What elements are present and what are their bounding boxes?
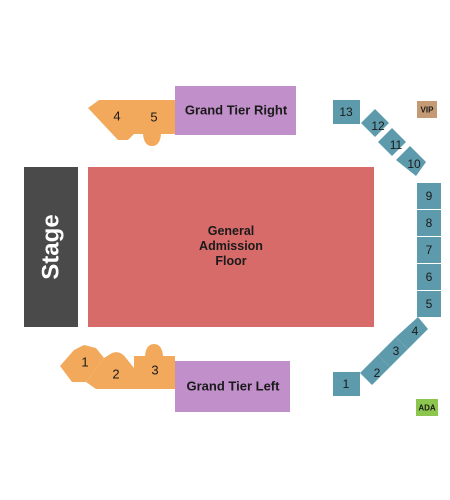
teal-section-3[interactable]: 3 (378, 337, 408, 367)
orange-section-bottom-3-label: 3 (151, 363, 158, 378)
teal-section-1-shape[interactable] (333, 372, 360, 396)
grand-tier-right-block[interactable] (175, 86, 296, 135)
teal-section-6-shape[interactable] (417, 264, 441, 290)
ada-section[interactable]: ADA (416, 399, 438, 416)
teal-section-4-label: 4 (412, 324, 419, 338)
teal-section-6-label: 6 (426, 270, 433, 284)
teal-section-10-shape[interactable] (396, 146, 426, 176)
floor-label-line-2: Admission (199, 239, 263, 253)
teal-section-2-shape[interactable] (360, 355, 390, 385)
teal-section-9-shape[interactable] (417, 183, 441, 209)
orange-section-bottom-3[interactable]: 3 (134, 344, 175, 389)
teal-section-5-shape[interactable] (417, 291, 441, 317)
teal-section-10[interactable]: 10 (396, 146, 426, 176)
teal-section-1-label: 1 (343, 377, 350, 391)
vip-tag[interactable] (417, 101, 437, 118)
teal-section-12-shape[interactable] (361, 109, 389, 137)
stage-block (24, 167, 78, 327)
teal-section-7[interactable]: 7 (417, 237, 441, 263)
teal-section-11[interactable]: 11 (378, 128, 406, 156)
teal-section-4[interactable]: 4 (396, 317, 428, 349)
teal-section-9[interactable]: 9 (417, 183, 441, 209)
teal-section-7-shape[interactable] (417, 237, 441, 263)
teal-section-6[interactable]: 6 (417, 264, 441, 290)
grand-tier-left-block[interactable] (175, 361, 290, 412)
orange-section-top-4-label: 4 (113, 109, 120, 124)
stage-label: Stage (38, 214, 65, 279)
teal-section-3-label: 3 (393, 344, 400, 358)
ada-label: ADA (418, 404, 436, 413)
teal-section-2[interactable]: 2 (360, 355, 390, 385)
teal-section-5[interactable]: 5 (417, 291, 441, 317)
orange-section-top-4[interactable]: 4 (88, 100, 134, 140)
teal-section-10-label: 10 (407, 157, 421, 171)
floor-label-line-3: Floor (215, 254, 246, 268)
orange-section-bottom-2[interactable]: 2 (86, 352, 134, 389)
teal-section-12-label: 12 (371, 119, 385, 133)
section-grand-tier-left[interactable]: Grand Tier Left (175, 361, 290, 412)
section-general-admission-floor[interactable]: General Admission Floor (88, 167, 374, 327)
floor-label-line-1: General (208, 224, 255, 238)
teal-section-11-shape[interactable] (378, 128, 406, 156)
orange-section-bottom-1[interactable]: 1 (60, 345, 104, 382)
accessible-tag[interactable] (416, 399, 438, 416)
vip-label: VIP (421, 106, 435, 115)
teal-section-8-shape[interactable] (417, 210, 441, 236)
grand-tier-left-label: Grand Tier Left (187, 379, 281, 394)
section-grand-tier-right[interactable]: Grand Tier Right (175, 86, 296, 135)
teal-section-9-label: 9 (426, 189, 433, 203)
teal-section-8[interactable]: 8 (417, 210, 441, 236)
teal-section-13-shape[interactable] (333, 100, 360, 124)
orange-section-top-5-shape[interactable] (134, 100, 175, 146)
vip-section[interactable]: VIP (417, 101, 437, 118)
orange-section-bottom-1-label: 1 (81, 355, 88, 370)
orange-section-top-4-shape[interactable] (88, 100, 134, 140)
teal-section-2-label: 2 (374, 366, 381, 380)
teal-section-1[interactable]: 1 (333, 372, 360, 396)
teal-section-3-shape[interactable] (378, 337, 408, 367)
teal-section-13-label: 13 (339, 105, 353, 119)
teal-section-4-shape[interactable] (396, 317, 428, 349)
orange-section-bottom-3-shape[interactable] (134, 344, 175, 389)
orange-section-top-5[interactable]: 5 (134, 100, 175, 146)
teal-section-5-label: 5 (426, 297, 433, 311)
teal-section-12[interactable]: 12 (361, 109, 389, 137)
teal-section-8-label: 8 (426, 216, 433, 230)
orange-section-bottom-2-label: 2 (112, 367, 119, 382)
stage: Stage (24, 167, 78, 327)
teal-section-11-label: 11 (390, 138, 403, 152)
orange-section-bottom-2-shape[interactable] (86, 352, 134, 389)
orange-section-top-5-label: 5 (150, 110, 157, 125)
floor-area[interactable] (88, 167, 374, 327)
grand-tier-right-label: Grand Tier Right (185, 103, 288, 118)
teal-section-7-label: 7 (426, 243, 433, 257)
teal-section-13[interactable]: 13 (333, 100, 360, 124)
orange-section-bottom-1-shape[interactable] (60, 345, 104, 382)
